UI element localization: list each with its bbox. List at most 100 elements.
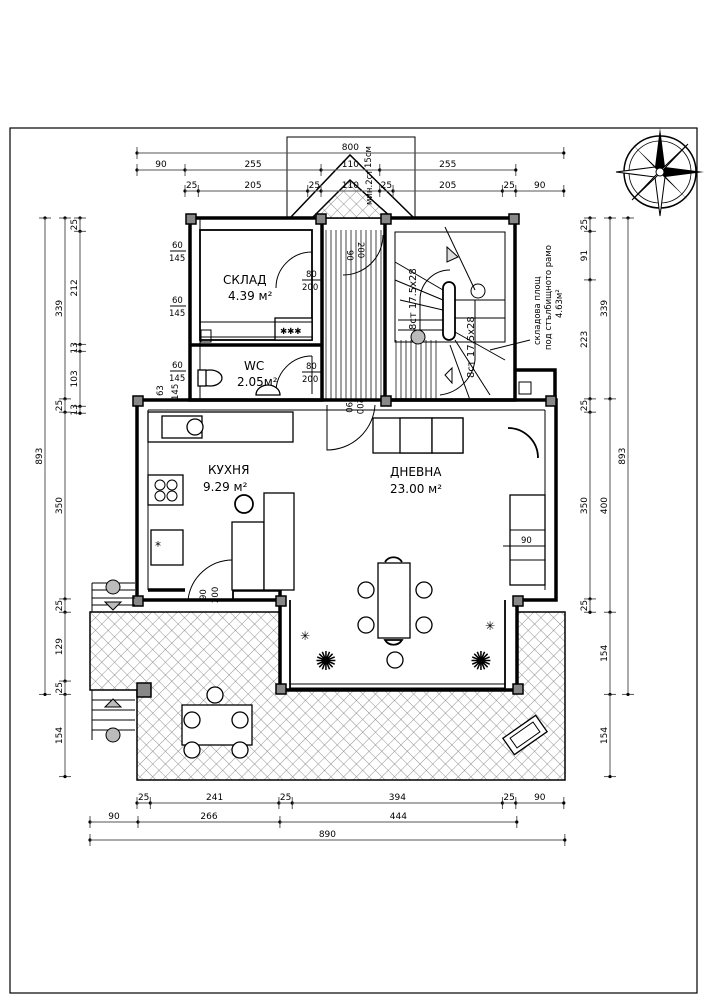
svg-text:8ст 17.5x28: 8ст 17.5x28 xyxy=(466,316,477,378)
dimension-value: 25 xyxy=(309,181,320,191)
dimension-chain-top-overall: 800 xyxy=(135,143,566,159)
dimension-value: 91 xyxy=(580,250,590,261)
dimension-value: 25 xyxy=(503,181,514,191)
svg-text:145: 145 xyxy=(169,254,185,264)
room-name-living: ДНЕВНА xyxy=(390,465,442,479)
svg-text:4.63м²: 4.63м² xyxy=(555,289,565,318)
window-labels: 60 145 60 145 60 145 63 145 xyxy=(156,241,186,400)
svg-text:8ст 17.5x28: 8ст 17.5x28 xyxy=(408,268,419,330)
dimension-value: 25 xyxy=(55,400,65,411)
dimension-value: 339 xyxy=(600,300,610,317)
svg-text:под стълбищното рамо: под стълбищното рамо xyxy=(544,245,554,350)
dimension-value: 255 xyxy=(244,160,261,170)
dimension-value: 25 xyxy=(70,219,80,230)
dimension-value: 90 xyxy=(155,160,167,170)
stair-labels: 8ст 17.5x28 8ст 17.5x28 мин.2ст 15см скл… xyxy=(364,146,565,378)
dimension-value: 13 xyxy=(70,404,80,415)
dimension-value: 25 xyxy=(580,219,590,230)
dimension-value: 893 xyxy=(618,448,628,465)
svg-text:мин.2ст: мин.2ст xyxy=(365,170,375,205)
svg-text:63: 63 xyxy=(156,385,166,396)
svg-text:80: 80 xyxy=(306,270,317,280)
dimension-value: 255 xyxy=(439,160,456,170)
dimension-value: 800 xyxy=(342,143,359,153)
svg-text:145: 145 xyxy=(169,374,185,384)
dimension-value: 154 xyxy=(600,727,610,744)
dimension-value: 90 xyxy=(108,812,120,822)
svg-text:90: 90 xyxy=(344,250,354,261)
svg-text:✳: ✳ xyxy=(485,619,495,633)
dimension-value: 129 xyxy=(55,638,65,655)
hall-floor xyxy=(322,230,385,400)
dimension-value: 103 xyxy=(70,370,80,387)
dimension-value: 90 xyxy=(534,793,546,803)
dimension-chain-right-overall: 893 xyxy=(618,216,634,697)
svg-text:90: 90 xyxy=(199,589,209,600)
dimension-value: 444 xyxy=(390,812,407,822)
dimension-chain-bottom-overall: 890 xyxy=(88,830,567,846)
dimension-value: 90 xyxy=(534,181,546,191)
dimension-value: 25 xyxy=(55,600,65,611)
dimension-value: 266 xyxy=(200,812,217,822)
svg-text:✳: ✳ xyxy=(300,629,310,643)
north-arrow-compass-icon xyxy=(615,128,704,217)
dimension-chain-bottom-middle: 90 266 444 xyxy=(88,812,519,828)
svg-text:200: 200 xyxy=(355,242,365,258)
dimension-value: 25 xyxy=(55,682,65,693)
dimension-value: 110 xyxy=(342,181,359,191)
dimension-value: 25 xyxy=(381,181,392,191)
terrace-paving xyxy=(89,611,566,781)
stair-landing-floor xyxy=(395,340,440,400)
svg-text:80: 80 xyxy=(306,362,317,372)
svg-text:145: 145 xyxy=(169,309,185,319)
dimension-value: 25 xyxy=(503,793,514,803)
furniture: ✱✱✱ * ✳✺ ✺✳ xyxy=(91,317,549,759)
staircase xyxy=(394,226,532,401)
dimension-chain-left-overall: 893 xyxy=(35,216,51,697)
svg-text:*: * xyxy=(155,539,161,553)
dimension-value: 893 xyxy=(35,448,45,465)
dimension-chain-left-middle: 339 25 350 25 129 25 154 xyxy=(55,216,71,779)
svg-text:60: 60 xyxy=(172,241,183,251)
svg-text:145: 145 xyxy=(171,384,181,400)
svg-text:200: 200 xyxy=(354,398,364,414)
room-name-wc: WC xyxy=(244,359,264,373)
dimension-value: 25 xyxy=(580,600,590,611)
dimension-value: 25 xyxy=(138,793,149,803)
svg-text:15см: 15см xyxy=(364,146,374,168)
dimension-value: 394 xyxy=(389,793,406,803)
svg-text:200: 200 xyxy=(302,283,318,293)
dimension-value: 154 xyxy=(600,644,610,661)
svg-text:200: 200 xyxy=(211,587,221,603)
dimension-value: 110 xyxy=(342,160,359,170)
svg-text:✱✱✱: ✱✱✱ xyxy=(280,327,301,337)
dimension-value: 339 xyxy=(55,300,65,317)
dimension-value: 13 xyxy=(70,342,80,353)
dimension-chain-top-middle: 90 255 110 255 xyxy=(135,160,518,176)
dimension-value: 890 xyxy=(319,830,336,840)
dimension-value: 25 xyxy=(580,400,590,411)
dimension-value: 241 xyxy=(206,793,223,803)
svg-text:складова площ: складова площ xyxy=(533,276,543,345)
dimension-value: 205 xyxy=(439,181,456,191)
svg-text:✺: ✺ xyxy=(470,647,492,677)
room-area-wc: 2.05м² xyxy=(237,375,278,389)
dimension-value: 25 xyxy=(186,181,197,191)
dimension-value: 223 xyxy=(580,331,590,348)
svg-text:90: 90 xyxy=(343,402,353,413)
svg-text:60: 60 xyxy=(172,296,183,306)
svg-text:200: 200 xyxy=(302,375,318,385)
svg-text:60: 60 xyxy=(172,361,183,371)
dimension-value: 154 xyxy=(55,727,65,744)
room-area-storage: 4.39 м² xyxy=(228,289,273,303)
room-name-kitchen: КУХНЯ xyxy=(208,463,249,477)
dimension-value: 350 xyxy=(55,497,65,514)
